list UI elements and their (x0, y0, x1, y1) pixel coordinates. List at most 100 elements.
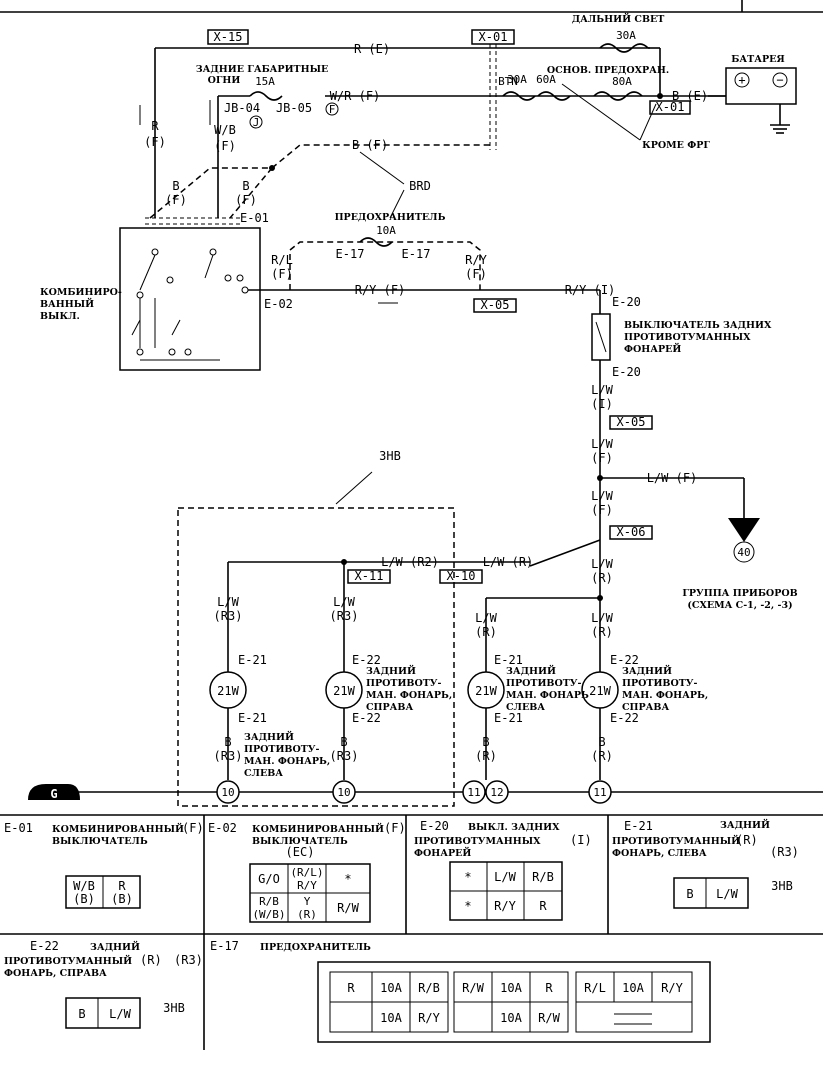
bulb-rl (467, 671, 505, 709)
svg-text:B: B (482, 735, 489, 749)
combination-switch (119, 227, 261, 371)
svg-text:15A: 15A (255, 75, 275, 88)
svg-text:10A: 10A (376, 224, 396, 237)
svg-text:ЗАДНИЙ: ЗАДНИЙ (506, 664, 556, 677)
svg-text:B (F): B (F) (352, 138, 388, 152)
svg-text:BRD: BRD (409, 179, 431, 193)
svg-text:E-22: E-22 (352, 711, 381, 725)
svg-text:10A: 10A (380, 981, 402, 995)
svg-text:БАТАРЕЯ: БАТАРЕЯ (731, 54, 784, 65)
svg-text:ЗАДНИЙ: ЗАДНИЙ (720, 818, 770, 831)
svg-text:ПРОТИВОТУ-: ПРОТИВОТУ- (622, 678, 698, 689)
svg-text:ЗАДНИЕ ГАБАРИТНЫЕ: ЗАДНИЕ ГАБАРИТНЫЕ (196, 64, 329, 75)
svg-text:(B): (B) (73, 892, 95, 906)
svg-text:F: F (329, 103, 336, 116)
svg-text:(B): (B) (111, 892, 133, 906)
svg-text:ПРЕДОХРАНИТЕЛЬ: ПРЕДОХРАНИТЕЛЬ (260, 942, 371, 953)
svg-text:L/W: L/W (217, 595, 239, 609)
svg-text:(R): (R) (736, 833, 758, 847)
svg-text:10A: 10A (622, 981, 644, 995)
svg-text:J: J (253, 116, 260, 129)
battery (725, 67, 797, 105)
svg-text:−: − (776, 73, 783, 87)
bulb-rl-znb (209, 671, 247, 709)
svg-text:ВЫКЛ.: ВЫКЛ. (40, 311, 80, 322)
svg-text:B: B (172, 179, 179, 193)
svg-text:E-21: E-21 (624, 819, 653, 833)
svg-text:СЛЕВА: СЛЕВА (506, 702, 545, 713)
svg-text:ПРОТИВОТУ-: ПРОТИВОТУ- (506, 678, 582, 689)
svg-text:ВЫКЛ. ЗАДНИХ: ВЫКЛ. ЗАДНИХ (468, 822, 560, 833)
svg-text:10: 10 (337, 786, 350, 799)
svg-text:80A: 80A (612, 75, 632, 88)
svg-text:(R): (R) (140, 953, 162, 967)
svg-text:E-02: E-02 (208, 821, 237, 835)
svg-text:E-21: E-21 (238, 653, 267, 667)
fuse-15a (249, 91, 283, 101)
svg-text:СПРАВА: СПРАВА (622, 702, 669, 713)
svg-text:*: * (464, 899, 471, 913)
svg-text:E-21: E-21 (238, 711, 267, 725)
svg-text:ФОНАРЕЙ: ФОНАРЕЙ (414, 846, 471, 859)
label-x15: X-15 (214, 30, 243, 44)
svg-text:ПРОТИВОТУМАННЫЙ: ПРОТИВОТУМАННЫЙ (4, 954, 132, 967)
svg-text:МАН. ФОНАРЬ,: МАН. ФОНАРЬ, (366, 690, 452, 701)
svg-text:МАН. ФОНАРЬ,: МАН. ФОНАРЬ, (244, 756, 330, 767)
svg-text:E-20: E-20 (612, 295, 641, 309)
svg-text:R/Y (I): R/Y (I) (565, 283, 616, 297)
svg-text:L/W: L/W (716, 887, 738, 901)
svg-text:(W/B): (W/B) (252, 908, 285, 921)
svg-text:ФОНАРЬ, СЛЕВА: ФОНАРЬ, СЛЕВА (612, 848, 707, 859)
svg-text:X-06: X-06 (617, 525, 646, 539)
svg-text:G/O: G/O (258, 872, 280, 886)
svg-text:ПРОТИВОТУ-: ПРОТИВОТУ- (366, 678, 442, 689)
svg-text:60A: 60A (536, 73, 556, 86)
svg-text:R: R (539, 899, 547, 913)
svg-text:E-21: E-21 (494, 711, 523, 725)
svg-text:JB-04: JB-04 (224, 101, 260, 115)
svg-text:(R3): (R3) (214, 609, 243, 623)
svg-text:(F): (F) (384, 821, 406, 835)
svg-text:СЛЕВА: СЛЕВА (244, 768, 283, 779)
svg-text:L/W: L/W (591, 383, 613, 397)
svg-text:10A: 10A (500, 981, 522, 995)
bulb-rr (581, 671, 619, 709)
svg-text:Y: Y (304, 895, 311, 908)
svg-text:(I): (I) (570, 833, 592, 847)
svg-text:10A: 10A (500, 1011, 522, 1025)
svg-text:E-22: E-22 (30, 939, 59, 953)
svg-text:E-22: E-22 (610, 711, 639, 725)
svg-text:(R): (R) (591, 749, 613, 763)
fuse-80a (593, 91, 643, 101)
svg-text:+: + (738, 73, 745, 87)
svg-text:(R3): (R3) (770, 845, 799, 859)
svg-text:(F): (F) (591, 503, 613, 517)
svg-text:30A: 30A (507, 73, 527, 86)
svg-text:(F): (F) (465, 267, 487, 281)
wire-r-e: R (E) (354, 42, 390, 56)
svg-text:ПРОТИВОТУМАННЫХ: ПРОТИВОТУМАННЫХ (624, 332, 751, 343)
svg-text:(R): (R) (591, 571, 613, 585)
svg-text:L/W (R2): L/W (R2) (381, 555, 439, 569)
svg-text:R/B: R/B (418, 981, 440, 995)
svg-text:(F): (F) (235, 193, 257, 207)
svg-text:ЗНВ: ЗНВ (379, 449, 401, 463)
bulb-rr-znb (325, 671, 363, 709)
svg-text:(R): (R) (475, 749, 497, 763)
svg-text:R/B: R/B (532, 870, 554, 884)
svg-text:ЗАДНИЙ: ЗАДНИЙ (244, 730, 294, 743)
svg-text:(R): (R) (591, 625, 613, 639)
svg-text:E-01: E-01 (240, 211, 269, 225)
svg-text:R/W: R/W (462, 981, 484, 995)
svg-text:21W: 21W (475, 684, 497, 698)
svg-text:10A: 10A (380, 1011, 402, 1025)
connector-x15 (207, 29, 249, 45)
svg-text:R/Y: R/Y (661, 981, 683, 995)
connector-x01-top (471, 29, 515, 45)
svg-text:X-05: X-05 (617, 415, 646, 429)
svg-text:W/B: W/B (73, 879, 95, 893)
svg-text:R: R (545, 981, 553, 995)
svg-text:ПРЕДОХРАНИТЕЛЬ: ПРЕДОХРАНИТЕЛЬ (335, 212, 446, 223)
svg-text:L/W: L/W (475, 611, 497, 625)
svg-text:КОМБИНИРОВАННЫЙ: КОМБИНИРОВАННЫЙ (252, 822, 384, 835)
